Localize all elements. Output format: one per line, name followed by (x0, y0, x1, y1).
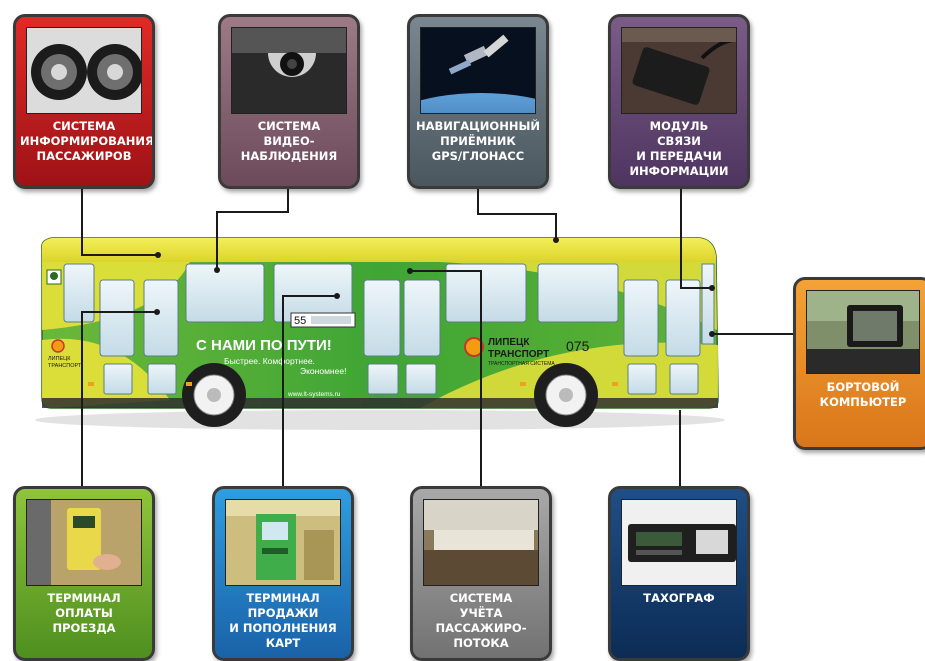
passenger-counter-photo (423, 499, 539, 586)
sales-terminal-photo (225, 499, 341, 586)
card-gps-receiver: НАВИГАЦИОННЫЙ ПРИЁМНИК GPS/ГЛОНАСС (407, 14, 549, 189)
satellite-photo (420, 27, 536, 114)
dome-camera-photo (231, 27, 347, 114)
bus-fleet-number: 075 (566, 338, 590, 354)
card-sales-terminal-label: ТЕРМИНАЛ ПРОДАЖИ И ПОПОЛНЕНИЯ КАРТ (229, 591, 337, 650)
bus-brand-sub: ТРАНСПОРТНАЯ СИСТЕМА (488, 361, 555, 367)
card-communication-module-label: МОДУЛЬ СВЯЗИ И ПЕРЕДАЧИ ИНФОРМАЦИИ (629, 119, 729, 178)
card-onboard-computer-label: БОРТОВОЙ КОМПЬЮТЕР (819, 380, 907, 409)
card-passenger-counting: СИСТЕМА УЧЁТА ПАССАЖИРО- ПОТОКА (410, 486, 552, 661)
bus-wheels (182, 363, 598, 427)
card-passenger-information-label: СИСТЕМА ИНФОРМИРОВАНИЯ ПАССАЖИРОВ (20, 119, 154, 163)
bus-route-number: 55 (294, 315, 306, 327)
bus-slogan: С НАМИ ПО ПУТИ! (196, 337, 332, 354)
card-video-surveillance: СИСТЕМА ВИДЕО- НАБЛЮДЕНИЯ (218, 14, 360, 189)
card-payment-terminal: ТЕРМИНАЛ ОПЛАТЫ ПРОЕЗДА (13, 486, 155, 661)
tachograph-photo (621, 499, 737, 586)
bus-rear-brand1: ЛИПЕЦК (48, 356, 71, 362)
onboard-computer-photo (806, 290, 920, 374)
card-onboard-computer: БОРТОВОЙ КОМПЬЮТЕР (793, 277, 925, 450)
card-tachograph: ТАХОГРАФ (608, 486, 750, 661)
bus-brand-line2: ТРАНСПОРТ (488, 349, 549, 360)
card-communication-module: МОДУЛЬ СВЯЗИ И ПЕРЕДАЧИ ИНФОРМАЦИИ (608, 14, 750, 189)
card-gps-receiver-label: НАВИГАЦИОННЫЙ ПРИЁМНИК GPS/ГЛОНАСС (415, 119, 540, 163)
card-passenger-information: СИСТЕМА ИНФОРМИРОВАНИЯ ПАССАЖИРОВ (13, 14, 155, 189)
card-passenger-counting-label: СИСТЕМА УЧЁТА ПАССАЖИРО- ПОТОКА (435, 591, 527, 650)
bus-slogan-sub2: Экономнее! (300, 366, 346, 376)
modem-photo (621, 27, 737, 114)
speakers-photo (26, 27, 142, 114)
bus-website: www.lt-systems.ru (287, 391, 341, 398)
payment-terminal-photo (26, 499, 142, 586)
bus-slogan-sub1: Быстрее. Комфортнее. (224, 356, 315, 366)
bus-brand-line1: ЛИПЕЦК (488, 337, 530, 348)
card-video-surveillance-label: СИСТЕМА ВИДЕО- НАБЛЮДЕНИЯ (240, 119, 338, 163)
card-tachograph-label: ТАХОГРАФ (643, 591, 715, 605)
card-payment-terminal-label: ТЕРМИНАЛ ОПЛАТЫ ПРОЕЗДА (47, 591, 121, 635)
card-sales-terminal: ТЕРМИНАЛ ПРОДАЖИ И ПОПОЛНЕНИЯ КАРТ (212, 486, 354, 661)
bus-rear-brand2: ТРАНСПОРТ (48, 363, 82, 369)
